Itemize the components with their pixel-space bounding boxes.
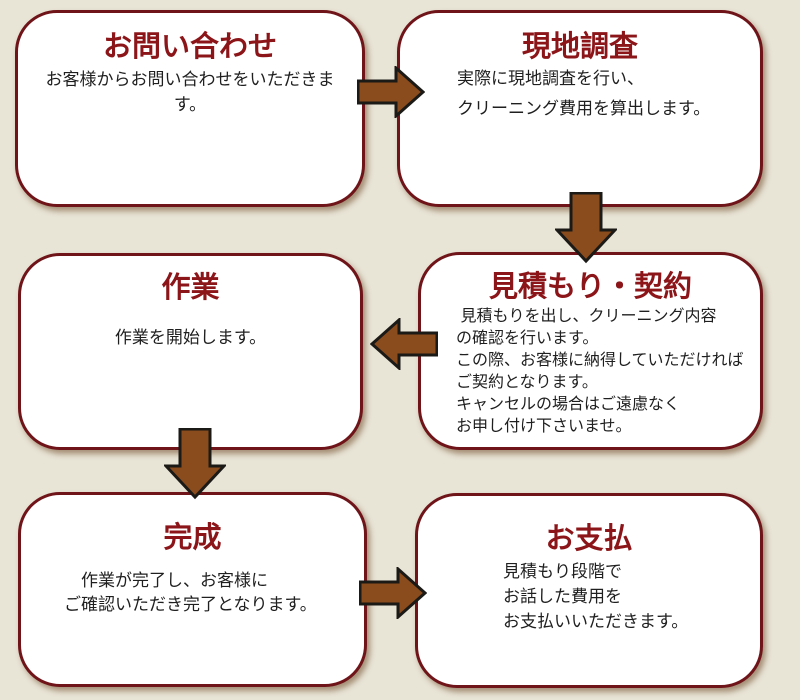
- step-body: お客様からお問い合わせをいただきます。: [45, 70, 335, 114]
- step-card-payment: お支払 見積もり段階で お話した費用を お支払いいただきます。: [415, 493, 763, 688]
- step-card-work: 作業 作業を開始します。: [18, 253, 363, 450]
- arrow-down-icon: [555, 192, 617, 264]
- step-title: 現地調査: [521, 31, 638, 63]
- arrow-right-icon: [359, 567, 427, 619]
- step-body: 見積もり段階で お話した費用を お支払いいただきます。: [503, 562, 689, 631]
- step-card-completion: 完成 作業が完了し、お客様に ご確認いただき完了となります。: [18, 492, 367, 687]
- step-card-estimate-contract: 見積もり・契約 見積もりを出し、クリーニング内容 の確認を行います。 この際、お…: [418, 252, 763, 450]
- arrow-left-icon: [370, 318, 438, 370]
- arrow-down-icon: [164, 428, 226, 500]
- arrow-right-icon: [357, 66, 425, 118]
- step-title: 見積もり・契約: [488, 271, 692, 303]
- step-card-inquiry: お問い合わせ お客様からお問い合わせをいただきます。: [15, 10, 365, 207]
- step-body: 作業が完了し、お客様に ご確認いただき完了となります。: [64, 571, 317, 614]
- step-title: 作業: [161, 272, 220, 304]
- step-title: お問い合わせ: [102, 31, 277, 63]
- step-title: お支払: [545, 523, 633, 555]
- step-body: 見積もりを出し、クリーニング内容 の確認を行います。 この際、お客様に納得してい…: [456, 308, 744, 435]
- step-body: 実際に現地調査を行い、 クリーニング費用を算出します。: [457, 69, 711, 118]
- step-card-survey: 現地調査 実際に現地調査を行い、 クリーニング費用を算出します。: [397, 10, 763, 207]
- step-title: 完成: [163, 522, 222, 554]
- step-body: 作業を開始します。: [114, 328, 267, 347]
